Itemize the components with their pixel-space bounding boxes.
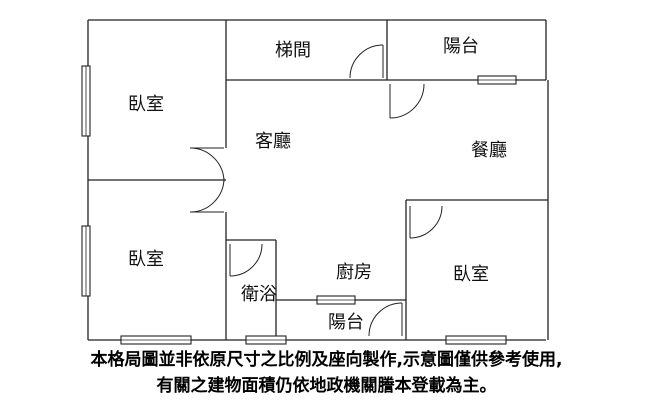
room-label-dining-room: 餐廳 — [471, 140, 507, 161]
door-bedroom-bottom-left — [189, 177, 225, 213]
room-label-kitchen: 廚房 — [336, 262, 372, 283]
room-label-balcony-bottom: 陽台 — [328, 312, 364, 333]
walls — [87, 19, 549, 341]
disclaimer-line-2: 有關之建物面積仍依地政機關謄本登載為主。 — [156, 376, 497, 396]
door-bathroom — [229, 243, 263, 277]
doors — [189, 44, 443, 337]
door-balcony — [389, 83, 425, 119]
room-label-bathroom: 衛浴 — [241, 284, 277, 305]
room-label-balcony-top: 陽台 — [443, 36, 479, 57]
room-label-stairwell: 梯間 — [275, 40, 311, 61]
door-stairwell — [349, 44, 384, 79]
room-label-bedroom-bottom-left: 臥室 — [128, 249, 164, 270]
disclaimer-line-1: 本格局圖並非依原尺寸之比例及座向製作,示意圖僅供參考使用, — [90, 350, 563, 370]
door-bedroom-right — [409, 205, 443, 239]
windows — [81, 65, 517, 345]
room-label-living-room: 客廳 — [255, 131, 291, 152]
door-kitchen-balcony — [368, 302, 403, 337]
room-label-bedroom-top-left: 臥室 — [128, 94, 164, 115]
door-bedroom-top-left — [189, 147, 225, 183]
room-label-bedroom-right: 臥室 — [453, 264, 489, 285]
